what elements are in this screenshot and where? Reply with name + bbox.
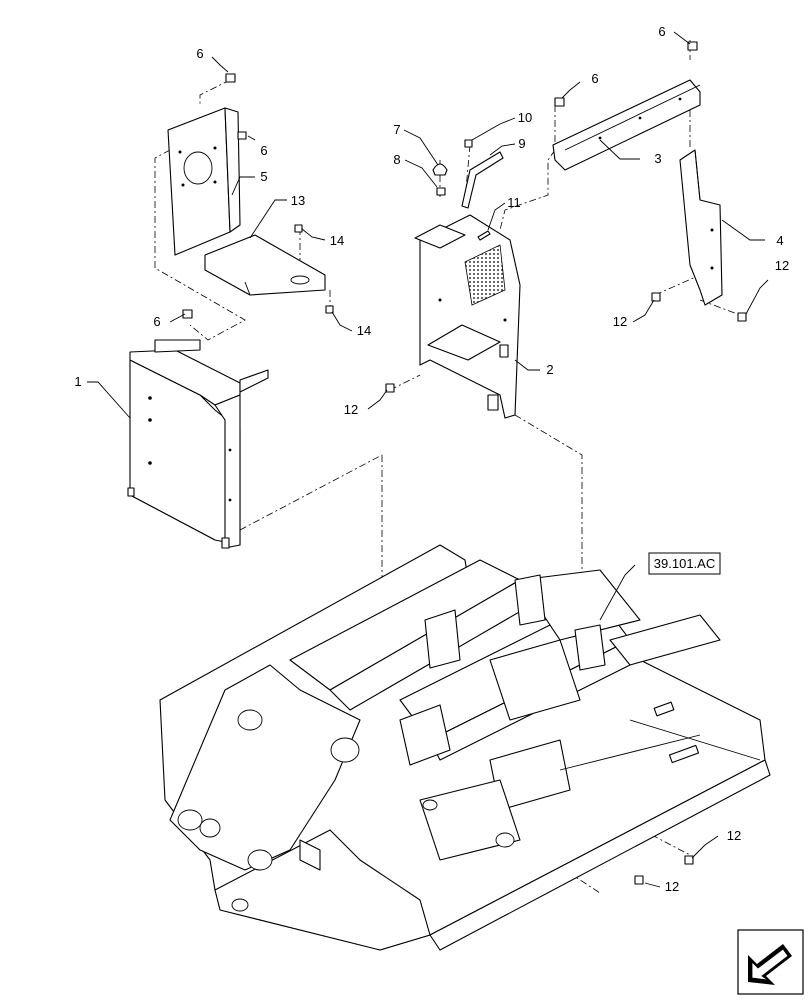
callout-14a: 14 (330, 233, 344, 248)
bolt-14b-icon (325, 305, 334, 314)
part-5-bracket-plate (167, 107, 241, 256)
part-13-plate (204, 234, 326, 296)
bolt-6d-icon (554, 97, 565, 107)
part-4-right-bracket (679, 149, 723, 306)
bolt-10-icon (464, 139, 473, 148)
bolt-6e-icon (687, 41, 698, 51)
bolt-12b-icon (651, 292, 661, 302)
callout-4: 4 (776, 233, 783, 248)
fasteners (182, 41, 747, 885)
callout-12d: 12 (727, 828, 741, 843)
callout-6c: 6 (153, 314, 160, 329)
nut-8-icon (436, 187, 446, 196)
callout-12b: 12 (613, 314, 627, 329)
lower-chassis (159, 544, 771, 951)
reference-box[interactable]: 39.101.AC (648, 552, 721, 575)
part-1-side-panel (127, 339, 269, 549)
bolt-12e-icon (634, 875, 644, 885)
callout-2: 2 (546, 362, 553, 377)
callout-10: 10 (518, 110, 532, 125)
callout-labels: 6 6 6 6 6 1 2 3 4 5 13 14 14 7 8 9 10 11… (74, 24, 789, 894)
bolt-12c-icon (737, 312, 747, 322)
callout-3: 3 (654, 151, 661, 166)
bolt-6c-icon (182, 309, 193, 319)
callout-9: 9 (518, 136, 525, 151)
callout-12a: 12 (344, 402, 358, 417)
callout-11: 11 (507, 195, 521, 210)
callout-6e: 6 (658, 24, 665, 39)
part-3-top-beam (552, 79, 701, 171)
callout-6b: 6 (260, 143, 267, 158)
callout-14b: 14 (357, 323, 371, 338)
leader-lines (87, 31, 769, 888)
callout-8: 8 (393, 152, 400, 167)
bolt-14a-icon (294, 224, 303, 233)
pin-11-icon (477, 230, 491, 241)
arrow-icon[interactable] (737, 929, 804, 995)
reference-label[interactable]: 39.101.AC (654, 556, 715, 571)
callout-13: 13 (291, 193, 305, 208)
callout-7: 7 (393, 122, 400, 137)
callout-1: 1 (74, 374, 81, 389)
bolt-12a-icon (385, 383, 395, 393)
latch-9-icon (461, 151, 504, 209)
knob-7-icon (432, 163, 448, 176)
callout-12c: 12 (775, 258, 789, 273)
bolt-6b-icon (237, 131, 247, 140)
callout-5: 5 (260, 169, 267, 184)
callout-6a: 6 (196, 46, 203, 61)
bolt-12d-icon (684, 855, 694, 865)
callout-6d: 6 (591, 71, 598, 86)
callout-12e: 12 (665, 879, 679, 894)
part-2-center-frame (414, 214, 521, 419)
bolt-6a-icon (225, 73, 236, 83)
